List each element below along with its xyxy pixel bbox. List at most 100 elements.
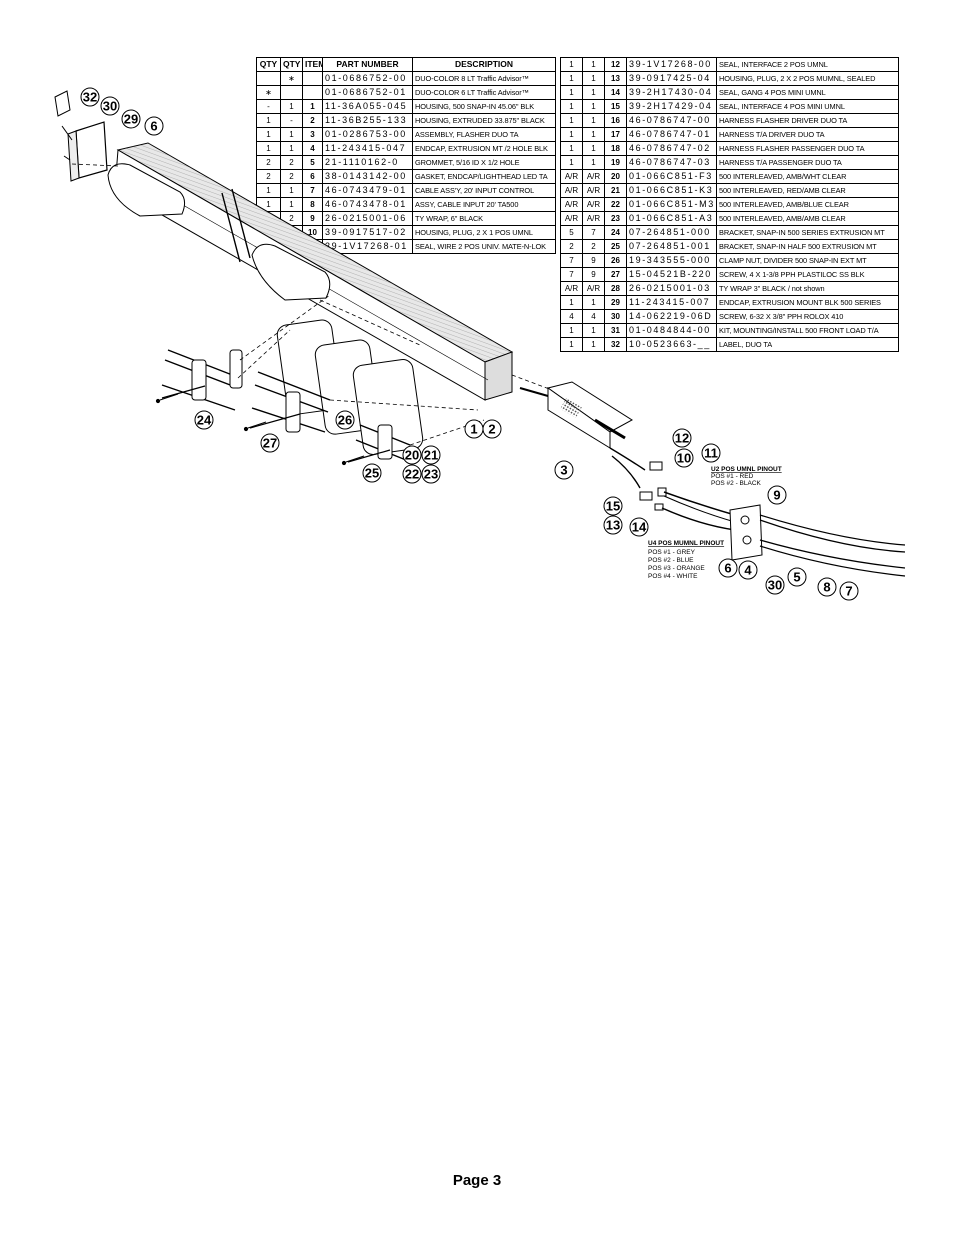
u2-pinout-title: U2 POS UMNL PINOUT bbox=[711, 466, 782, 473]
u2-pinout: U2 POS UMNL PINOUT POS #1 - RED POS #2 -… bbox=[711, 466, 782, 487]
svg-text:5: 5 bbox=[793, 570, 800, 585]
svg-text:24: 24 bbox=[197, 413, 212, 428]
u4-pinout-line: POS #1 - GREY bbox=[648, 549, 696, 556]
u4-pinout-line: POS #3 - ORANGE bbox=[648, 565, 705, 572]
endcap-part bbox=[61, 121, 108, 182]
svg-text:13: 13 bbox=[606, 518, 620, 533]
callout-13: 13 bbox=[603, 515, 623, 535]
screw-group bbox=[155, 393, 365, 466]
callout-25: 25 bbox=[362, 463, 382, 483]
callout-23: 23 bbox=[421, 464, 441, 484]
exploded-lightheads bbox=[276, 319, 424, 455]
svg-text:15: 15 bbox=[606, 499, 620, 514]
callout-32: 32 bbox=[80, 87, 100, 107]
callout-29: 29 bbox=[121, 109, 141, 129]
callout-21: 21 bbox=[421, 445, 441, 465]
callout-4: 4 bbox=[738, 560, 758, 580]
callout-9: 9 bbox=[767, 485, 787, 505]
u4-pinout: U4 POS MUMNL PINOUT POS #1 - GREY POS #2… bbox=[648, 540, 724, 580]
u2-pinout-line: POS #1 - RED bbox=[711, 473, 754, 480]
callout-15: 15 bbox=[603, 496, 623, 516]
svg-text:25: 25 bbox=[365, 466, 379, 481]
label-part bbox=[54, 90, 71, 117]
svg-text:27: 27 bbox=[263, 436, 277, 451]
svg-text:22: 22 bbox=[405, 467, 419, 482]
callout-11: 11 bbox=[701, 443, 721, 463]
description-cell: LABEL, DUO TA bbox=[716, 337, 899, 352]
callout-3: 3 bbox=[554, 460, 574, 480]
callout-5: 5 bbox=[787, 567, 807, 587]
svg-text:6: 6 bbox=[150, 119, 157, 134]
svg-text:2: 2 bbox=[488, 422, 495, 437]
u4-pinout-line: POS #4 - WHITE bbox=[648, 573, 698, 580]
svg-text:4: 4 bbox=[744, 563, 752, 578]
svg-text:8: 8 bbox=[823, 580, 830, 595]
svg-text:30: 30 bbox=[103, 99, 117, 114]
svg-text:1: 1 bbox=[470, 422, 477, 437]
svg-text:14: 14 bbox=[632, 520, 647, 535]
u4-pinout-line: POS #2 - BLUE bbox=[648, 557, 694, 564]
svg-text:20: 20 bbox=[405, 448, 419, 463]
svg-text:32: 32 bbox=[83, 90, 97, 105]
lighthead-group bbox=[107, 163, 331, 301]
callout-2: 2 bbox=[482, 419, 502, 439]
connector-group bbox=[639, 461, 736, 531]
description-cell: SEAL, WIRE 2 POS UNIV. MATE-N-LOK bbox=[412, 239, 556, 254]
callout-12: 12 bbox=[672, 428, 692, 448]
callout-30: 30 bbox=[100, 96, 120, 116]
part-number-cell: 10-0523663-__ bbox=[626, 337, 717, 352]
callout-6-bottom: 6 bbox=[718, 558, 738, 578]
endcap-cable-group bbox=[729, 504, 906, 577]
callout-24: 24 bbox=[194, 410, 214, 430]
svg-text:6: 6 bbox=[724, 561, 731, 576]
svg-text:26: 26 bbox=[338, 413, 352, 428]
parts-table-left: QTY QTY ITEM PART NUMBER DESCRIPTION ∗01… bbox=[256, 57, 556, 254]
svg-text:21: 21 bbox=[424, 448, 438, 463]
svg-text:12: 12 bbox=[675, 431, 689, 446]
callout-20: 20 bbox=[402, 445, 422, 465]
bracket-group bbox=[161, 349, 411, 463]
flasher-assembly bbox=[519, 381, 646, 489]
svg-text:23: 23 bbox=[424, 467, 438, 482]
u4-pinout-title: U4 POS MUMNL PINOUT bbox=[648, 540, 724, 547]
page-number: Page 3 bbox=[452, 1172, 502, 1189]
callout-30-bottom: 30 bbox=[765, 575, 785, 595]
callout-27: 27 bbox=[260, 433, 280, 453]
svg-text:3: 3 bbox=[560, 463, 567, 478]
u2-pinout-line: POS #2 - BLACK bbox=[711, 480, 762, 487]
callouts: 32 30 29 6 24 27 26 25 20 21 22 23 1 2 3… bbox=[80, 87, 859, 601]
svg-text:9: 9 bbox=[773, 488, 780, 503]
callout-7: 7 bbox=[839, 581, 859, 601]
svg-text:30: 30 bbox=[768, 578, 782, 593]
svg-text:7: 7 bbox=[845, 584, 852, 599]
description-cell: HOUSING, PLUG, 2 X 2 POS MUMNL, SEALED bbox=[716, 71, 899, 86]
callout-8: 8 bbox=[817, 577, 837, 597]
svg-text:11: 11 bbox=[704, 446, 718, 461]
callout-14: 14 bbox=[629, 517, 649, 537]
callout-6-top: 6 bbox=[144, 116, 164, 136]
callout-10: 10 bbox=[674, 448, 694, 468]
callout-22: 22 bbox=[402, 464, 422, 484]
